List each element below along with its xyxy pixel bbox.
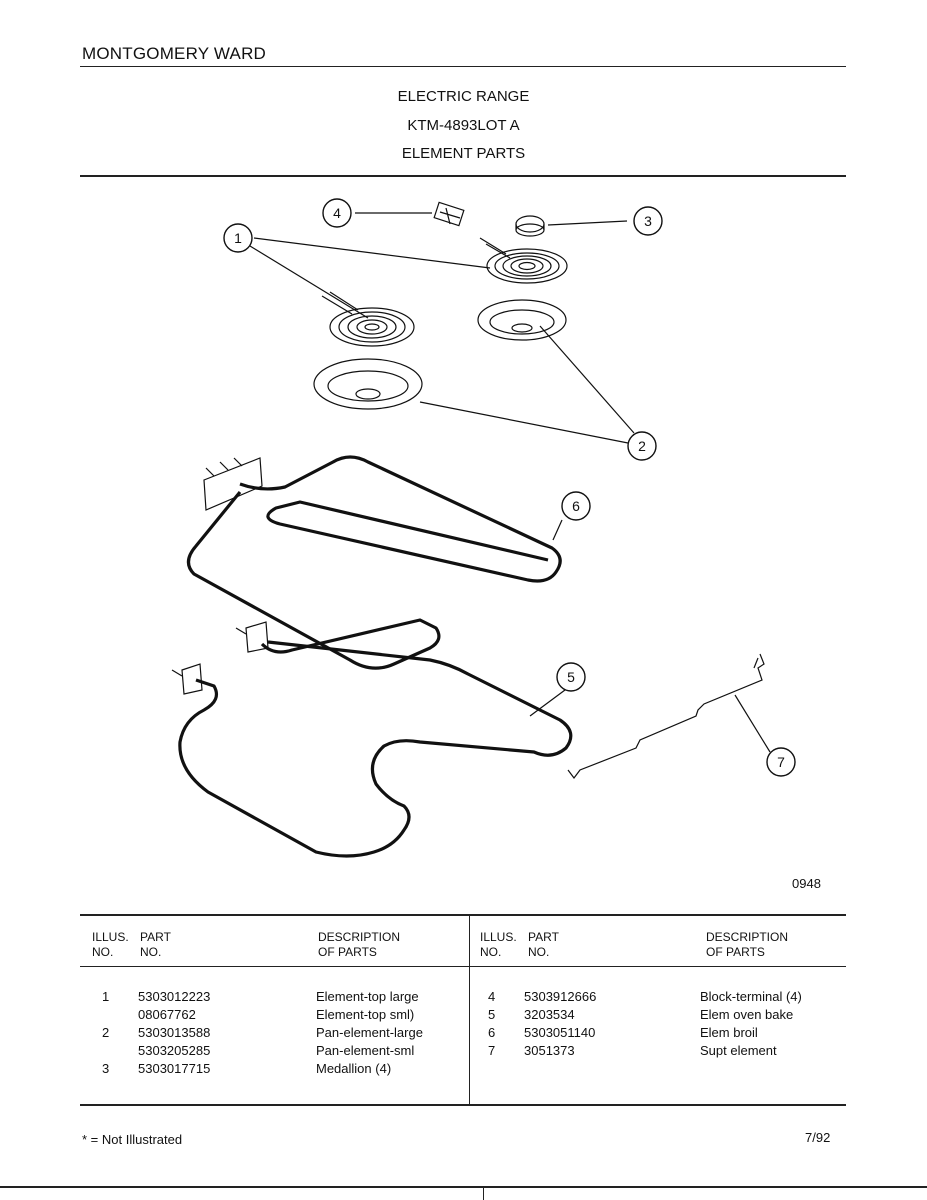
callout-4-label: 4 xyxy=(333,205,341,221)
title-line-2: KTM-4893LOT A xyxy=(407,117,520,134)
right-part-column: 5303912666 3203534 5303051140 3051373 xyxy=(524,988,596,1060)
support-bracket xyxy=(567,653,765,779)
callout-4-circle xyxy=(322,198,352,228)
callout-1-circle xyxy=(223,223,253,253)
drip-pan-small xyxy=(313,358,423,410)
table-cell-part: 5303912666 xyxy=(524,989,597,1004)
table-cell-desc: Pan-element-sml xyxy=(316,1043,415,1058)
figure-number: 0948 xyxy=(792,876,821,891)
table-cell-part: 3051373 xyxy=(524,1043,575,1058)
left-illus-column: 1 2 3 xyxy=(102,988,109,1078)
callout-3-label: 3 xyxy=(644,213,652,229)
header-desc-line2: OF PARTS xyxy=(318,945,377,959)
header-part-line2: NO. xyxy=(140,945,162,959)
right-illus-column: 4 5 6 7 xyxy=(488,988,495,1060)
revision-date: 7/92 xyxy=(805,1130,831,1145)
table-cell-illus: 1 xyxy=(102,989,110,1004)
not-illustrated-note: * = Not Illustrated xyxy=(82,1132,183,1147)
callout-6-circle xyxy=(561,491,591,521)
callout-2-label: 2 xyxy=(638,438,646,454)
right-header-illus-no: ILLUS. NO. xyxy=(480,930,517,960)
title-line-1: ELECTRIC RANGE xyxy=(397,88,530,105)
page-bottom-rule xyxy=(0,1186,927,1188)
right-header-description: DESCRIPTION OF PARTS xyxy=(706,930,788,960)
table-cell-desc: Supt element xyxy=(700,1043,777,1058)
table-cell-illus: 3 xyxy=(102,1061,110,1076)
bake-element xyxy=(178,640,573,858)
header-part-line2: NO. xyxy=(528,945,550,959)
header-illus-line1: ILLUS. xyxy=(480,930,517,944)
title-line-3: ELEMENT PARTS xyxy=(401,145,526,162)
header-illus-line2: NO. xyxy=(480,945,502,959)
bake-terminal-brackets xyxy=(171,621,269,695)
header-illus-line2: NO. xyxy=(92,945,114,959)
table-top-rule xyxy=(80,914,846,916)
left-header-illus-no: ILLUS. NO. xyxy=(92,930,129,960)
header-part-line1: PART xyxy=(528,930,559,944)
table-cell-desc: Elem oven bake xyxy=(700,1007,794,1022)
callout-1-label: 1 xyxy=(234,230,242,246)
header-desc-line1: DESCRIPTION xyxy=(318,930,401,944)
table-cell-desc: Elem broil xyxy=(700,1025,758,1040)
header-illus-line1: ILLUS. xyxy=(92,930,129,944)
table-cell-part: 5303013588 xyxy=(138,1025,211,1040)
table-header-rule xyxy=(80,966,846,967)
table-cell-illus: 4 xyxy=(488,989,496,1004)
right-desc-column: Block-terminal (4) Elem oven bake Elem b… xyxy=(700,988,802,1060)
callout-7-label: 7 xyxy=(777,754,785,770)
table-cell-illus: 7 xyxy=(488,1043,496,1058)
title-rule xyxy=(80,175,846,177)
table-cell-desc: Element-top sml) xyxy=(316,1007,415,1022)
medallion xyxy=(515,215,545,237)
table-cell-illus xyxy=(102,1006,109,1024)
table-column-divider xyxy=(469,916,470,1104)
surface-element-small xyxy=(321,291,415,347)
table-cell-desc: Pan-element-large xyxy=(316,1025,423,1040)
surface-element-large xyxy=(479,237,568,284)
callout-2-circle xyxy=(627,431,657,461)
left-header-description: DESCRIPTION OF PARTS xyxy=(318,930,400,960)
parts-diagram: 1 2 3 4 5 6 7 xyxy=(171,198,796,858)
leader-lines xyxy=(249,212,771,753)
table-cell-illus xyxy=(102,1042,109,1060)
left-part-column: 5303012223 08067762 5303013588 530320528… xyxy=(138,988,210,1078)
header-desc-line1: DESCRIPTION xyxy=(706,930,789,944)
table-cell-desc: Medallion (4) xyxy=(316,1061,392,1076)
broil-element xyxy=(186,455,562,670)
drip-pan-large xyxy=(477,299,567,341)
terminal-block xyxy=(433,201,465,227)
callout-6-label: 6 xyxy=(572,498,580,514)
table-cell-illus: 5 xyxy=(488,1007,496,1022)
callout-circles xyxy=(223,198,796,777)
left-header-part-no: PART NO. xyxy=(140,930,171,960)
left-desc-column: Element-top large Element-top sml) Pan-e… xyxy=(316,988,423,1078)
table-cell-part: 3203534 xyxy=(524,1007,575,1022)
table-cell-illus: 2 xyxy=(102,1025,110,1040)
table-cell-part: 5303017715 xyxy=(138,1061,211,1076)
table-cell-illus: 6 xyxy=(488,1025,496,1040)
callout-7-circle xyxy=(766,747,796,777)
broil-terminal-bracket xyxy=(203,457,263,511)
page-bottom-tick xyxy=(483,1188,484,1200)
header-rule xyxy=(80,66,846,67)
header-part-line1: PART xyxy=(140,930,171,944)
right-header-part-no: PART NO. xyxy=(528,930,559,960)
table-cell-part: 5303012223 xyxy=(138,989,211,1004)
callout-5-label: 5 xyxy=(567,669,575,685)
table-cell-desc: Block-terminal (4) xyxy=(700,989,802,1004)
table-cell-part: 5303205285 xyxy=(138,1043,211,1058)
table-cell-part: 5303051140 xyxy=(524,1025,596,1040)
table-cell-part: 08067762 xyxy=(138,1007,196,1022)
brand-name: MONTGOMERY WARD xyxy=(82,44,267,63)
header-desc-line2: OF PARTS xyxy=(706,945,765,959)
callout-3-circle xyxy=(633,206,663,236)
table-bottom-rule xyxy=(80,1104,846,1106)
table-cell-desc: Element-top large xyxy=(316,989,419,1004)
callout-5-circle xyxy=(556,662,586,692)
